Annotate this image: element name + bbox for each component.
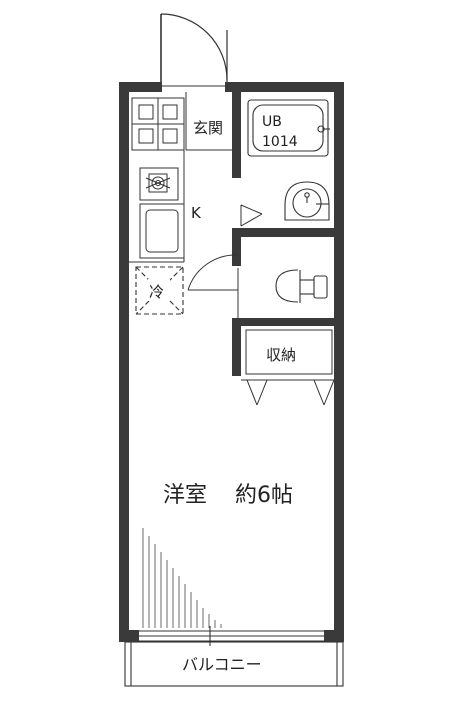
outer-walls <box>119 82 344 642</box>
toilet-walls <box>232 228 344 326</box>
entrance-label: 玄関 <box>193 119 223 137</box>
balcony-window <box>139 626 324 646</box>
kitchen-sink <box>139 203 185 259</box>
entrance-door <box>160 13 228 84</box>
kitchen-counter <box>129 150 185 263</box>
window-shade <box>142 528 222 628</box>
shoe-rack <box>131 97 185 151</box>
gas-stove <box>139 167 179 201</box>
refrigerator-label: 冷 <box>149 283 164 301</box>
bathroom-door <box>240 204 263 227</box>
balcony <box>124 641 344 687</box>
toilet <box>275 269 328 303</box>
storage-closet <box>241 329 335 406</box>
western-room-size: 約6帖 <box>235 483 293 508</box>
washbasin <box>284 181 330 221</box>
unit-bath-label-1: UB <box>262 114 282 130</box>
storage-walls <box>232 326 241 376</box>
unit-bath-label-2: 1014 <box>262 134 298 150</box>
entrance-step <box>162 85 232 151</box>
balcony-label: バルコニー <box>182 655 262 674</box>
western-room-name: 洋室 <box>163 483 207 508</box>
unit-bath <box>247 99 330 157</box>
bathroom-walls <box>232 92 344 237</box>
kitchen-label: K <box>191 204 202 222</box>
toilet-door <box>187 254 239 318</box>
storage-label: 収納 <box>266 346 296 364</box>
